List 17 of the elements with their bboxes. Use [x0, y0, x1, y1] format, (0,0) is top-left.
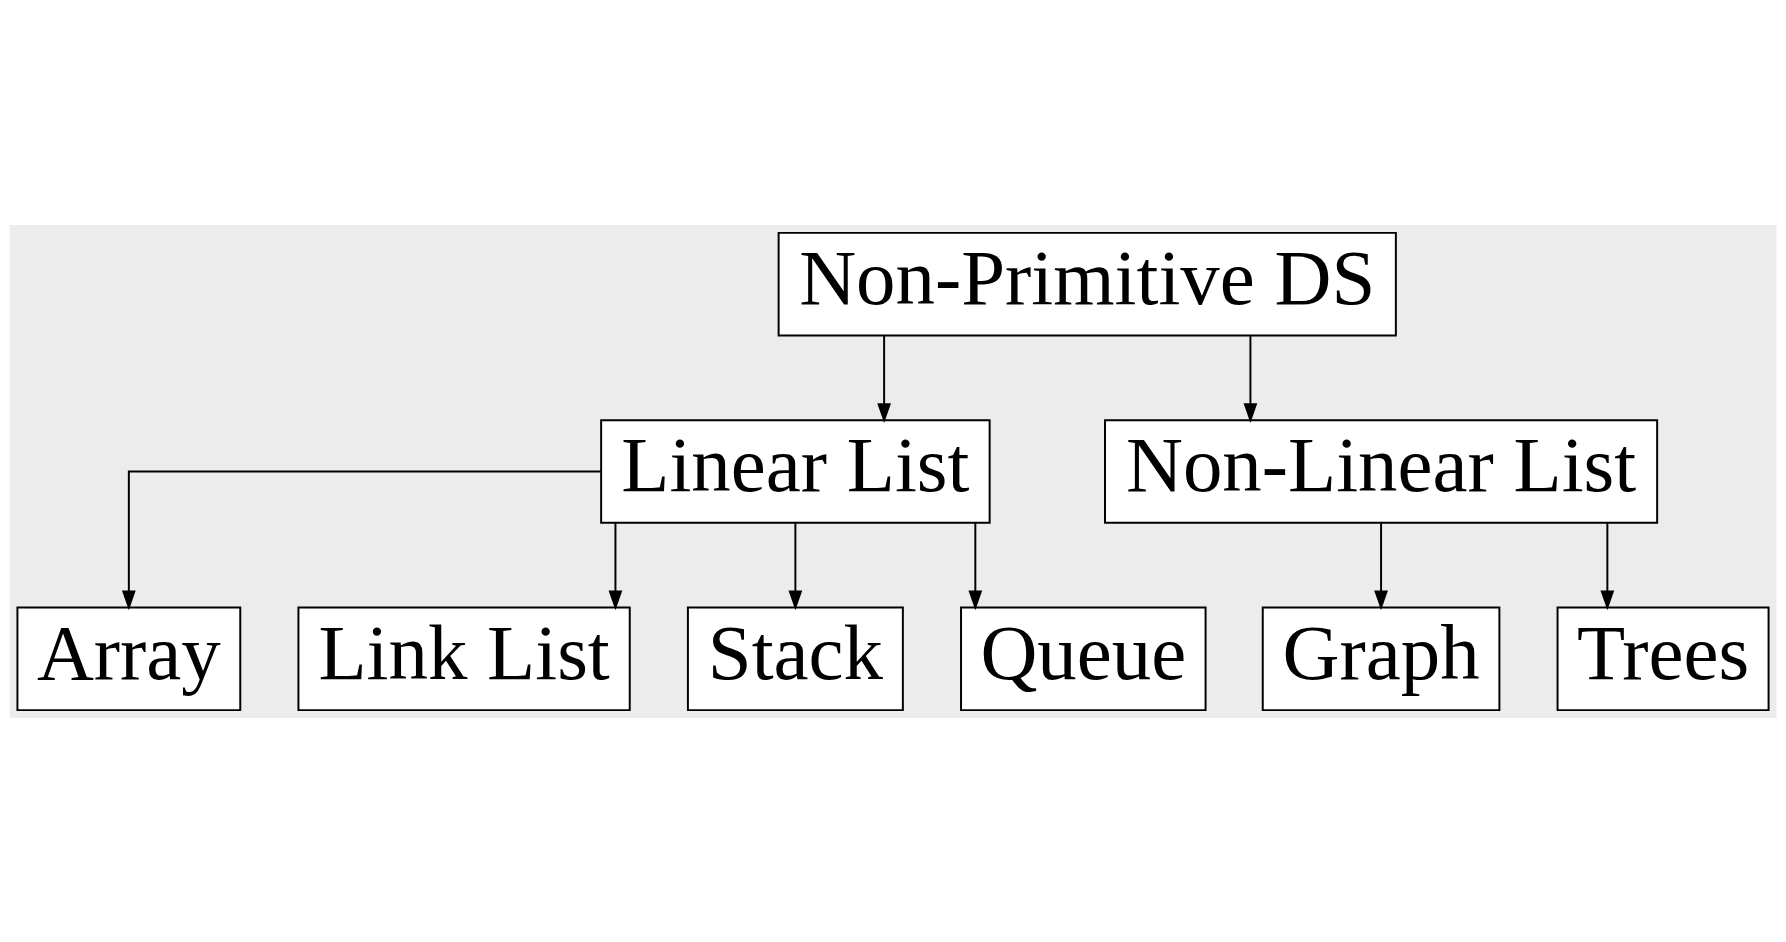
arrow: [877, 334, 892, 423]
node-box: Queue: [960, 606, 1207, 711]
node-box: Non-Primitive DS: [777, 231, 1397, 336]
arrow: [608, 521, 623, 610]
node-box: Linear List: [600, 418, 991, 524]
node-box: Link List: [297, 606, 631, 711]
arrow: [121, 470, 602, 610]
node-box: Stack: [686, 606, 904, 711]
arrow: [1374, 521, 1388, 610]
arrow: [1243, 334, 1258, 423]
node-box: Graph: [1261, 606, 1501, 711]
arrow: [788, 521, 803, 610]
arrow: [968, 521, 983, 610]
arrow: [1600, 521, 1615, 610]
node-box: Trees: [1556, 606, 1770, 711]
node-box: Non-Linear List: [1104, 418, 1659, 524]
node-box: Array: [16, 606, 242, 711]
